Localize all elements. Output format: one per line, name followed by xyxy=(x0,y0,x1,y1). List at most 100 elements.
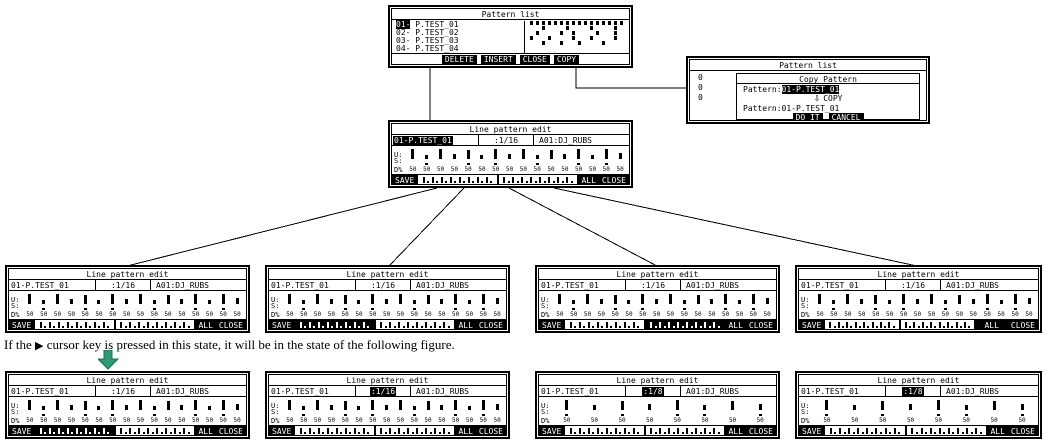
duty-value[interactable]: 50 xyxy=(382,311,391,318)
step-level-bar[interactable] xyxy=(813,400,841,410)
step-level-bar[interactable] xyxy=(608,400,636,410)
duty-value[interactable]: 50 xyxy=(519,166,528,173)
step-mark[interactable] xyxy=(297,414,311,416)
step-mark[interactable] xyxy=(664,414,692,416)
step-group-2[interactable] xyxy=(899,320,976,329)
step-level-bar[interactable] xyxy=(952,294,966,304)
duty-value[interactable]: 50 xyxy=(81,311,89,318)
pattern-name-field[interactable]: 01-P.TEST_01 xyxy=(392,135,478,145)
step-mark[interactable] xyxy=(297,308,311,310)
duty-value[interactable]: 50 xyxy=(67,417,75,424)
duty-value[interactable]: 50 xyxy=(26,417,34,424)
duty-value[interactable]: 50 xyxy=(597,311,605,318)
step-mark[interactable] xyxy=(435,414,449,416)
step-mark[interactable] xyxy=(283,308,297,310)
duty-value[interactable]: 50 xyxy=(625,311,633,318)
step-level-bar[interactable] xyxy=(567,294,581,304)
step-mark[interactable] xyxy=(1008,414,1036,416)
duty-value[interactable]: 50 xyxy=(763,311,771,318)
step-group-1[interactable] xyxy=(564,426,645,435)
step-mark[interactable] xyxy=(283,414,297,416)
step-mark[interactable] xyxy=(461,163,475,165)
step-level-bar[interactable] xyxy=(719,400,747,410)
duty-value[interactable]: 50 xyxy=(424,311,432,318)
step-level-bar[interactable] xyxy=(841,294,855,304)
cancel-button[interactable]: CANCEL xyxy=(828,113,864,120)
step-mark[interactable] xyxy=(650,308,664,310)
duty-value[interactable]: 50 xyxy=(666,311,675,318)
step-level-bar[interactable] xyxy=(216,400,230,410)
duty-value[interactable]: 50 xyxy=(1025,311,1033,318)
pattern-name-field[interactable]: 01-P.TEST_01 xyxy=(269,280,355,290)
duty-value[interactable]: 50 xyxy=(409,166,417,173)
pattern-list-item[interactable]: 03- P.TEST_03 xyxy=(396,37,459,45)
step-mark[interactable] xyxy=(938,308,952,310)
duty-value[interactable]: 50 xyxy=(749,311,757,318)
duty-value[interactable]: 50 xyxy=(570,311,578,318)
step-mark[interactable] xyxy=(92,308,106,310)
step-level-bar[interactable] xyxy=(636,294,650,304)
step-group-1[interactable] xyxy=(34,320,115,329)
save-button[interactable]: SAVE xyxy=(539,320,565,329)
duty-value[interactable]: 50 xyxy=(109,417,117,424)
step-mark[interactable] xyxy=(421,308,435,310)
duty-value[interactable]: 50 xyxy=(886,311,894,318)
step-level-bar[interactable] xyxy=(544,149,558,159)
step-group-2[interactable] xyxy=(497,175,579,184)
step-mark[interactable] xyxy=(324,414,338,416)
step-mark[interactable] xyxy=(230,308,244,310)
step-mark[interactable] xyxy=(925,414,953,416)
step-mark[interactable] xyxy=(490,308,504,310)
step-mark[interactable] xyxy=(503,163,517,165)
step-mark[interactable] xyxy=(434,163,448,165)
step-mark[interactable] xyxy=(120,308,134,310)
all-button[interactable]: ALL xyxy=(455,320,476,329)
duty-value[interactable]: 50 xyxy=(561,166,569,173)
step-level-bar[interactable] xyxy=(558,149,572,159)
save-button[interactable]: SAVE xyxy=(9,320,35,329)
step-level-bar[interactable] xyxy=(897,400,925,410)
pattern-name-field[interactable]: 01-P.TEST_01 xyxy=(539,386,625,396)
step-level-bar[interactable] xyxy=(134,294,148,304)
step-level-bar[interactable] xyxy=(394,400,408,410)
duty-value[interactable]: 50 xyxy=(450,166,458,173)
step-level-bar[interactable] xyxy=(421,294,435,304)
step-mark[interactable] xyxy=(64,308,78,310)
step-mark[interactable] xyxy=(705,308,719,310)
step-mark[interactable] xyxy=(841,414,869,416)
step-mark[interactable] xyxy=(78,414,92,416)
pattern-list-item[interactable]: 01- P.TEST_01 xyxy=(396,20,459,29)
duty-value[interactable]: 50 xyxy=(533,166,541,173)
duty-value[interactable]: 50 xyxy=(452,311,460,318)
pattern-name-field[interactable]: 01-P.TEST_01 xyxy=(799,280,885,290)
save-button[interactable]: SAVE xyxy=(799,426,825,435)
all-button[interactable]: ALL xyxy=(195,320,216,329)
step-level-bar[interactable] xyxy=(324,400,338,410)
duty-value[interactable]: 50 xyxy=(646,417,654,424)
close-button[interactable]: CLOSE xyxy=(745,426,776,435)
step-level-bar[interactable] xyxy=(650,294,664,304)
duty-value[interactable]: 50 xyxy=(109,311,117,318)
close-button[interactable]: CLOSE xyxy=(215,426,246,435)
step-mark[interactable] xyxy=(608,414,636,416)
step-group-1[interactable] xyxy=(294,426,375,435)
step-level-bar[interactable] xyxy=(147,400,161,410)
step-mark[interactable] xyxy=(37,414,51,416)
step-mark[interactable] xyxy=(994,308,1008,310)
all-button[interactable]: ALL xyxy=(195,426,216,435)
step-level-bar[interactable] xyxy=(461,149,475,159)
duty-value[interactable]: 50 xyxy=(708,311,716,318)
step-level-bar[interactable] xyxy=(572,149,586,159)
step-mark[interactable] xyxy=(869,414,897,416)
step-group-2[interactable] xyxy=(114,426,196,435)
step-level-bar[interactable] xyxy=(406,149,420,159)
close-button[interactable]: CLOSE xyxy=(598,175,629,184)
step-mark[interactable] xyxy=(1008,308,1022,310)
duty-value[interactable]: 50 xyxy=(913,311,922,318)
step-level-bar[interactable] xyxy=(938,294,952,304)
step-level-bar[interactable] xyxy=(827,294,841,304)
duty-value[interactable]: 50 xyxy=(941,311,950,318)
step-level-bar[interactable] xyxy=(664,400,692,410)
duty-value[interactable]: 50 xyxy=(990,417,998,424)
step-mark[interactable] xyxy=(380,308,394,310)
